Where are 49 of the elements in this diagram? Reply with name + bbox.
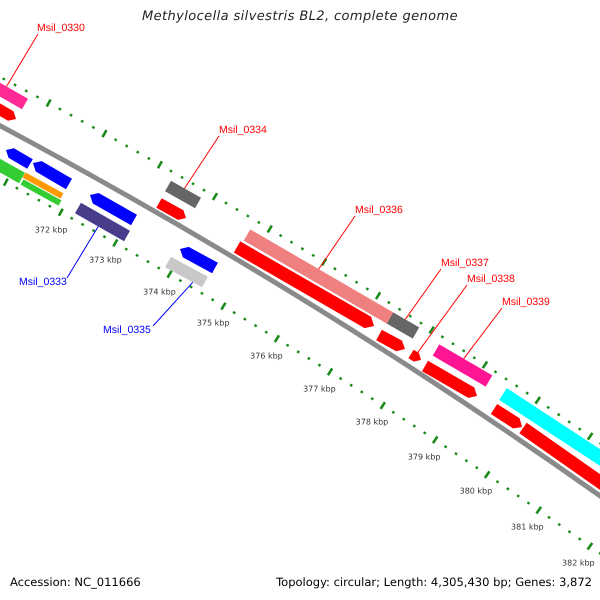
scale-label: 381 kbp <box>511 522 544 532</box>
gene-bar <box>386 312 420 339</box>
gene-bar <box>165 256 208 288</box>
gene-bar <box>180 246 218 274</box>
scale-label: 377 kbp <box>303 384 336 394</box>
gene-label: Msil_0337 <box>441 257 489 269</box>
footer-text: Topology: circular; Length: 4,305,430 bp; Genes: 3,872 <box>276 575 592 589</box>
scale-label: 379 kbp <box>408 452 440 461</box>
gene-label: Msil_0336 <box>355 204 403 216</box>
leader-line <box>318 216 356 270</box>
gene-bar <box>33 161 72 190</box>
leader-line <box>66 226 99 278</box>
gene-bar <box>234 241 374 328</box>
leader-line <box>152 282 194 326</box>
scale-label: 375 kbp <box>196 318 230 328</box>
scale-label: 378 kbp <box>356 418 388 427</box>
gene-label: Msil_0333 <box>19 276 67 288</box>
gene-label: Msil_0334 <box>219 124 267 136</box>
gene-bar <box>156 198 186 220</box>
gene-bar <box>432 344 492 387</box>
gene-bar <box>490 404 522 428</box>
scale-label: 382 kbp <box>562 558 595 568</box>
gene-label: Msil_0330 <box>37 22 85 34</box>
gene-bar <box>22 172 64 199</box>
scale-label: 372 kbp <box>34 225 68 234</box>
leader-line <box>184 136 220 189</box>
gene-bar <box>408 350 421 362</box>
gene-label: Msil_0335 <box>103 324 151 336</box>
leader-line <box>6 34 38 87</box>
gene-bar <box>90 193 137 226</box>
gene-bar <box>422 360 477 398</box>
gene-bar <box>75 202 130 242</box>
gene-bar <box>165 180 201 208</box>
leader-line <box>417 284 468 353</box>
scale-label: 376 kbp <box>250 351 283 360</box>
gene-bar <box>519 422 600 490</box>
gene-label: Msil_0339 <box>502 296 550 308</box>
gene-label: Msil_0338 <box>467 273 515 285</box>
footer-text: Accession: NC_011666 <box>10 575 141 589</box>
scale-label: 374 kbp <box>143 287 176 296</box>
scale-label: 380 kbp <box>460 486 492 496</box>
gene-bar <box>376 330 405 352</box>
leader-line <box>404 268 442 320</box>
gene-bar <box>20 179 62 206</box>
leader-line <box>463 308 502 360</box>
diagram-title: Methylocella silvestris BL2, complete genome <box>141 9 459 24</box>
gene-bar <box>244 229 394 324</box>
gene-bar <box>6 148 33 169</box>
scale-label: 373 kbp <box>89 256 122 265</box>
